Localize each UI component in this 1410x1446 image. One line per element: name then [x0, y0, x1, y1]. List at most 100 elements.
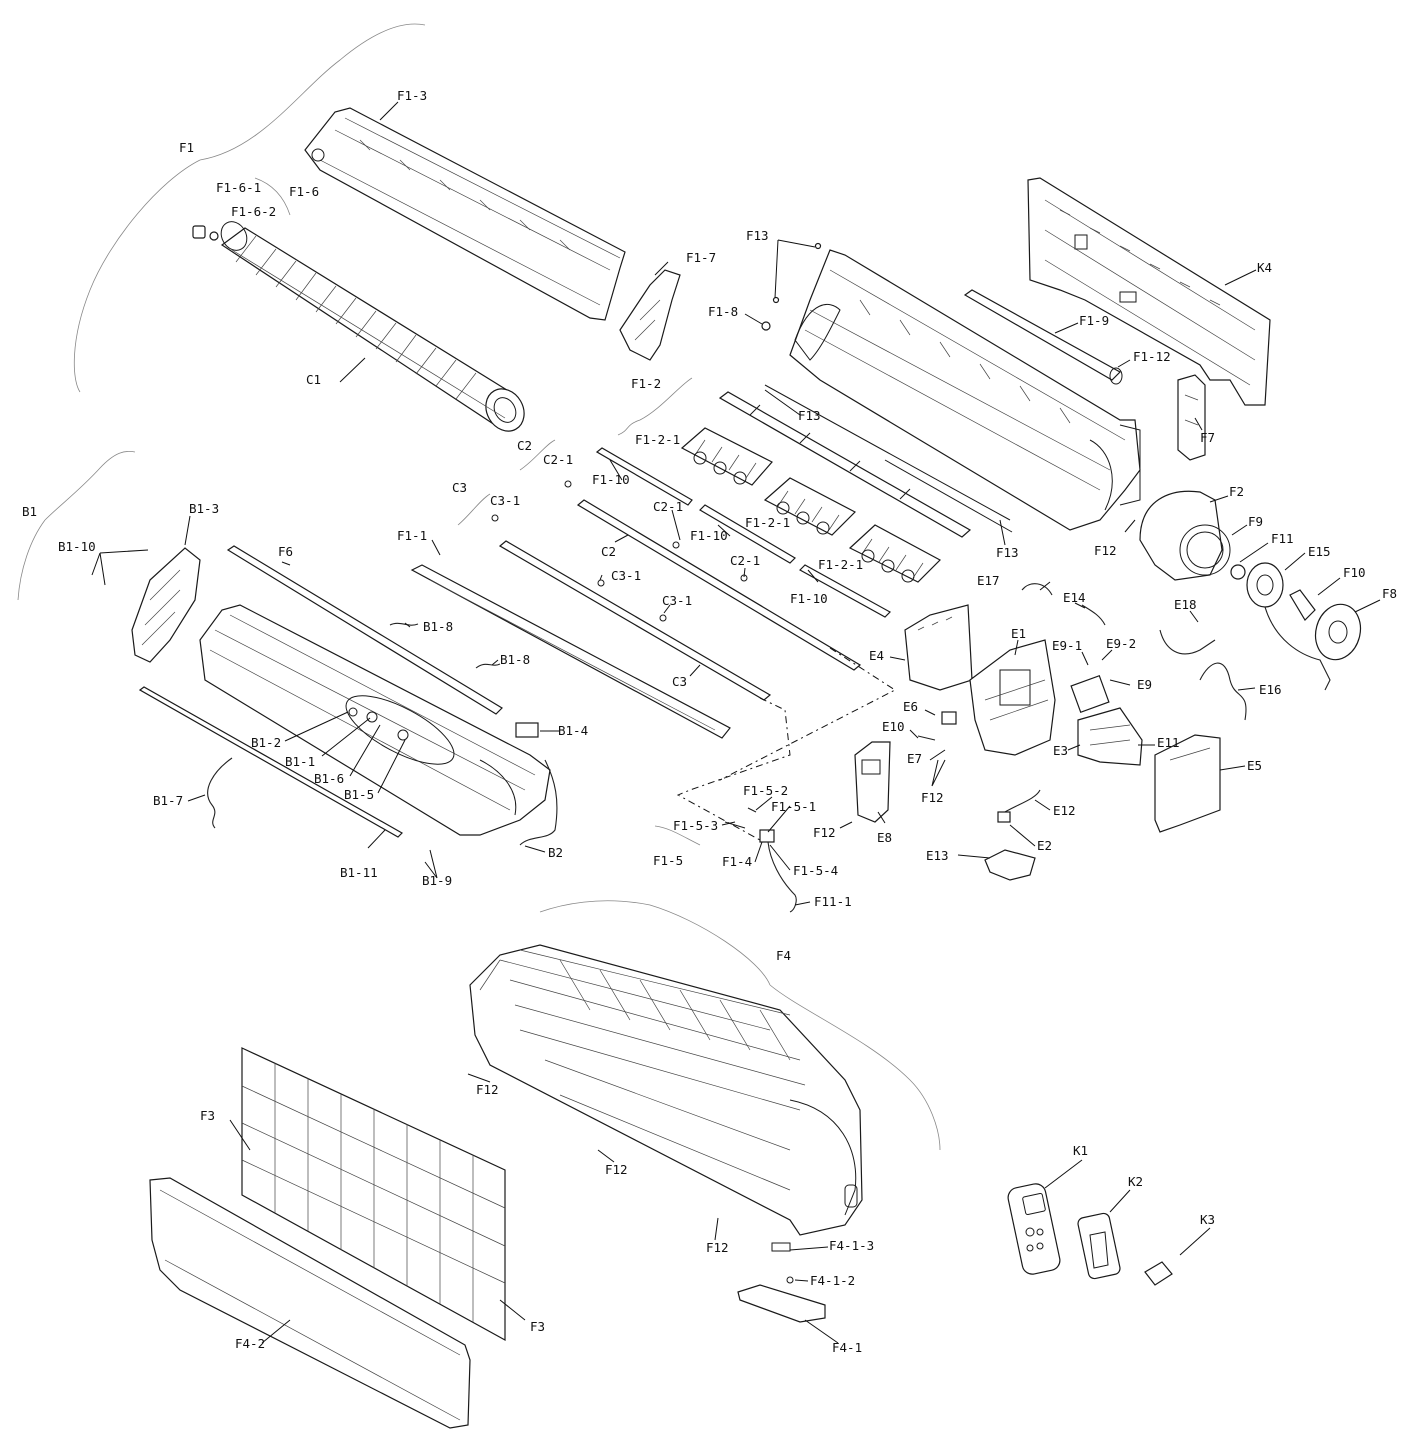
- louver-assembly-2: [763, 477, 857, 536]
- label-f12-a: F12: [1094, 543, 1117, 558]
- label-f1-10-b: F1-10: [690, 528, 728, 543]
- label-c2-bar: C2: [601, 544, 616, 559]
- leader-lines: [91, 101, 1381, 1344]
- louver-rail: [718, 384, 1013, 538]
- label-f4-1-3: F4-1-3: [829, 1238, 874, 1253]
- air-filter-f3: [241, 1047, 506, 1342]
- label-e16: E16: [1259, 682, 1282, 697]
- label-e11: E11: [1157, 735, 1180, 750]
- label-f1-3: F1-3: [397, 88, 427, 103]
- label-f1-10-a: F1-10: [592, 472, 630, 487]
- cover-f4-1: [737, 1242, 826, 1323]
- label-e15: E15: [1308, 544, 1331, 559]
- label-e4: E4: [869, 648, 884, 663]
- label-b2: B2: [548, 845, 563, 860]
- label-b1-9: B1-9: [422, 873, 452, 888]
- screws-f13: [772, 242, 822, 304]
- label-f1-2-1-c: F1-2-1: [818, 557, 863, 572]
- label-k2: K2: [1128, 1174, 1143, 1189]
- sensor-f1-4: [724, 807, 797, 913]
- motor-f11: [1230, 564, 1246, 580]
- evaporator-rod-f1-9: [963, 289, 1123, 385]
- label-c2-1-a: C2-1: [543, 452, 573, 467]
- label-c3-1-a: C3-1: [490, 493, 520, 508]
- wires-b1: [207, 622, 558, 846]
- label-c3: C3: [452, 480, 467, 495]
- motor-e15: [1246, 562, 1331, 691]
- label-c3-1-c: C3-1: [662, 593, 692, 608]
- cover-e5: [1154, 734, 1221, 833]
- label-f10: F10: [1343, 565, 1366, 580]
- wires-e: [917, 583, 1247, 741]
- label-f11-1: F11-1: [814, 894, 852, 909]
- label-f13-low: F13: [996, 545, 1019, 560]
- mounting-plate: [1027, 177, 1271, 406]
- flap-c3: [491, 514, 772, 701]
- label-e9-1: E9-1: [1052, 638, 1082, 653]
- sensor-e2: [997, 789, 1041, 823]
- front-grille-body-f4: [469, 944, 863, 1236]
- label-c3-1-b: C3-1: [611, 568, 641, 583]
- clamp-f10: [1289, 589, 1316, 621]
- label-f12-f: F12: [706, 1240, 729, 1255]
- label-c2-1-b: C2-1: [653, 499, 683, 514]
- label-f9: F9: [1248, 514, 1263, 529]
- label-b1-11: B1-11: [340, 865, 378, 880]
- label-f1-5-3: F1-5-3: [673, 818, 718, 833]
- label-f1-10-c: F1-10: [790, 591, 828, 606]
- label-b1-2: B1-2: [251, 735, 281, 750]
- label-f1-6-2: F1-6-2: [231, 204, 276, 219]
- screw-f1-8: [761, 321, 771, 331]
- label-k1: K1: [1073, 1143, 1088, 1158]
- group-braces: [17, 23, 941, 1151]
- label-f1-6: F1-6: [289, 184, 319, 199]
- label-f3-a: F3: [200, 1108, 215, 1123]
- label-e14: E14: [1063, 590, 1086, 605]
- remote-holder-k2: [1077, 1212, 1121, 1280]
- label-f1: F1: [179, 140, 194, 155]
- side-bracket: [619, 269, 681, 361]
- remote-control-k1[interactable]: [1006, 1182, 1061, 1276]
- front-panel-f4-2: [149, 1177, 471, 1429]
- scroll-housing-f2: [1139, 490, 1231, 581]
- label-e10: E10: [882, 719, 905, 734]
- label-e13: E13: [926, 848, 949, 863]
- label-k4: K4: [1257, 260, 1272, 275]
- label-f1-9: F1-9: [1079, 313, 1109, 328]
- label-f12-d: F12: [476, 1082, 499, 1097]
- rail-f6: [226, 545, 503, 715]
- front-body: [199, 604, 551, 836]
- label-b1-1: B1-1: [285, 754, 315, 769]
- terminal-e6: [941, 711, 957, 725]
- label-b1-6: B1-6: [314, 771, 344, 786]
- label-b1-7: B1-7: [153, 793, 183, 808]
- label-f6: F6: [278, 544, 293, 559]
- label-f12-e: F12: [605, 1162, 628, 1177]
- label-e1: E1: [1011, 626, 1026, 641]
- fan-bearing: [192, 225, 219, 241]
- label-f1-1: F1-1: [397, 528, 427, 543]
- label-f3-b: F3: [530, 1319, 545, 1334]
- label-f1-6-1: F1-6-1: [216, 180, 261, 195]
- pcb-e9: [1070, 674, 1110, 714]
- label-f12-c: F12: [813, 825, 836, 840]
- label-f1-5-1: F1-5-1: [771, 799, 816, 814]
- label-b1-5: B1-5: [344, 787, 374, 802]
- label-c2-1-c: C2-1: [730, 553, 760, 568]
- label-f4-1-2: F4-1-2: [810, 1273, 855, 1288]
- label-f1-5-4: F1-5-4: [793, 863, 838, 878]
- label-f1-5: F1-5: [653, 853, 683, 868]
- label-e3: E3: [1053, 743, 1068, 758]
- display-e13: [984, 849, 1036, 881]
- control-box-e1: [969, 639, 1056, 756]
- louver-assembly-3: [848, 524, 941, 583]
- label-e12: E12: [1053, 803, 1076, 818]
- motor-cover-f8: [1314, 603, 1362, 661]
- label-b1: B1: [22, 504, 37, 519]
- harness-path: [676, 647, 896, 841]
- label-f4-2: F4-2: [235, 1336, 265, 1351]
- label-e18: E18: [1174, 597, 1197, 612]
- label-f1-2: F1-2: [631, 376, 661, 391]
- label-e9-2: E9-2: [1106, 636, 1136, 651]
